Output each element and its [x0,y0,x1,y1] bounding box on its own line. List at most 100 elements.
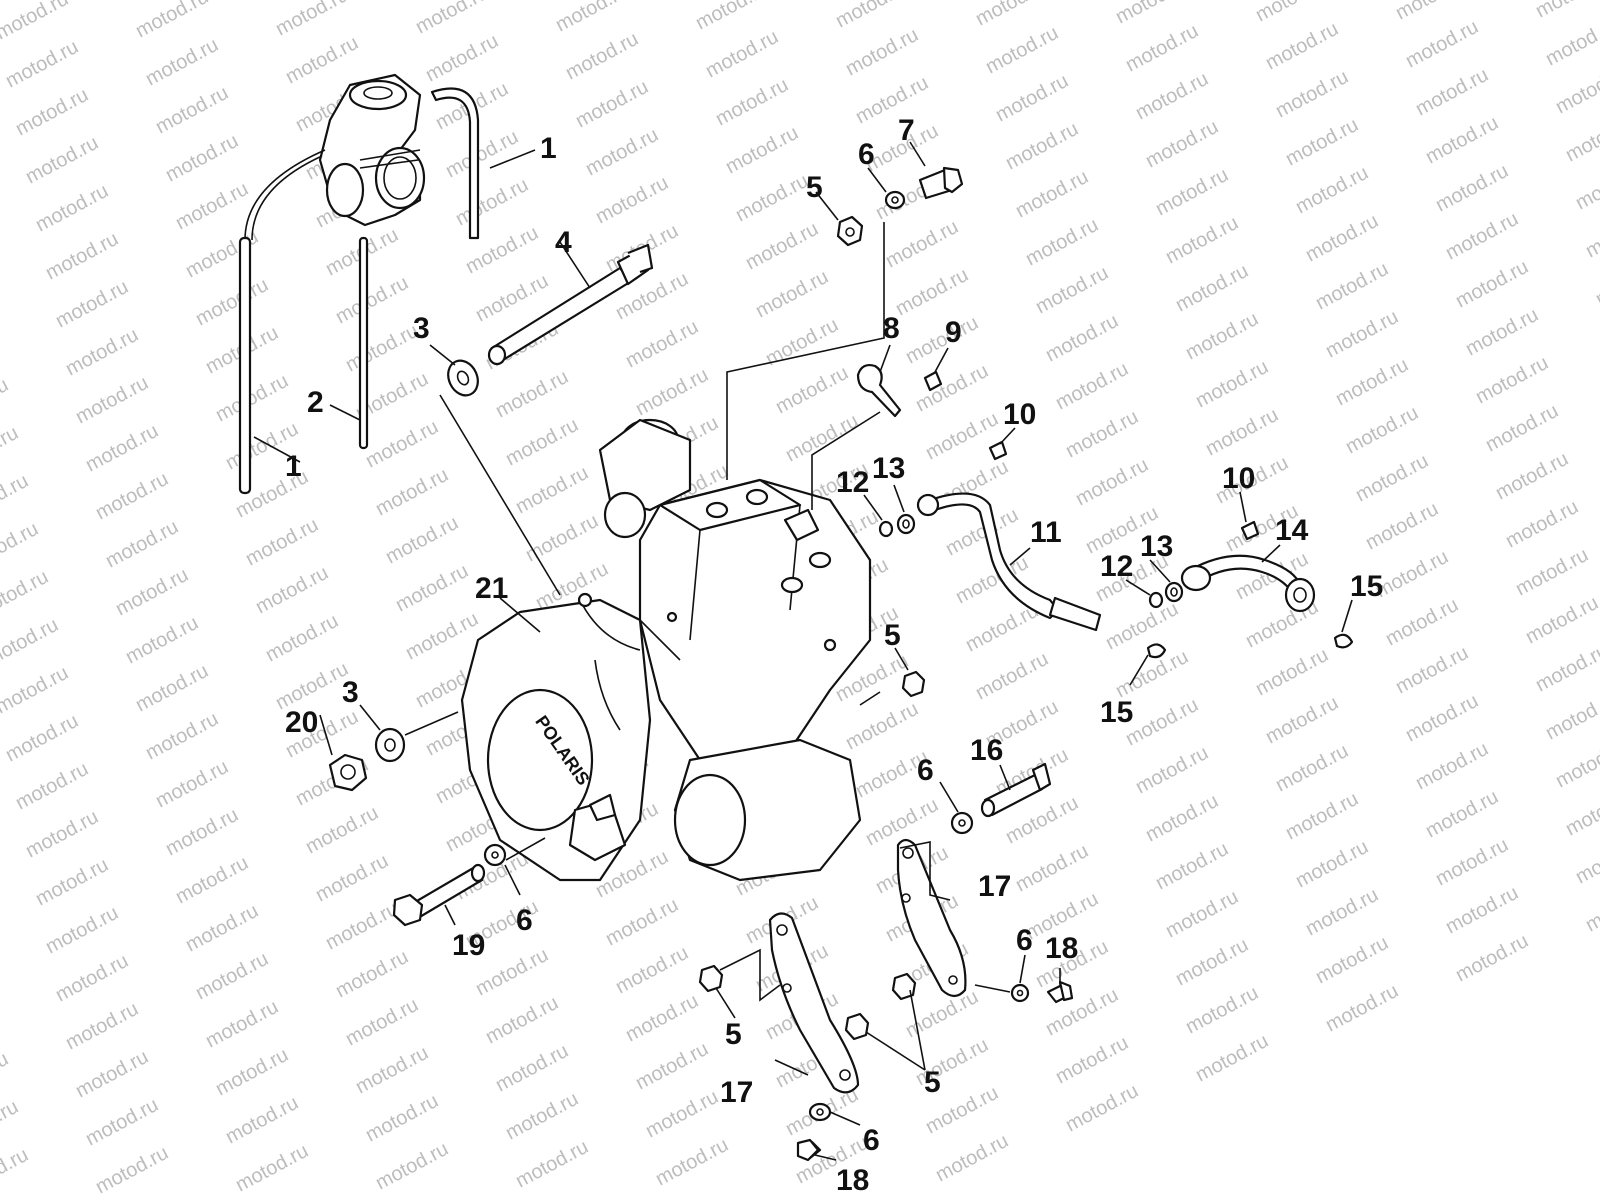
watermark-text: motod.ru [1462,304,1542,360]
watermark-text: motod.ru [842,698,922,754]
watermark-text: motod.ru [1262,18,1342,74]
callout-part-17-lower: 17 [720,1076,753,1109]
watermark-text: motod.ru [1182,982,1262,1038]
watermark-text: motod.ru [1392,642,1472,698]
watermark-text: motod.ru [1302,884,1382,940]
watermark-text: motod.ru [1352,450,1432,506]
washer-part-13-upper [896,513,916,535]
callout-part-6-lower-right: 6 [1016,924,1033,957]
watermark-text: motod.ru [562,28,642,84]
watermark-text: motod.ru [372,1138,452,1194]
watermark-text: motod.ru [832,0,912,32]
watermark-text: motod.ru [842,24,922,80]
watermark-text: motod.ru [42,228,122,284]
watermark-text: motod.ru [1162,886,1242,942]
watermark-text: motod.ru [1062,406,1142,462]
watermark-text: motod.ru [1152,164,1232,220]
bracket-part-17-upper [896,838,967,998]
callout-part-2: 2 [307,386,324,419]
watermark-text: motod.ru [1442,208,1522,264]
washer-part-6-lower-right [1010,983,1030,1003]
watermark-text: motod.ru [162,130,242,186]
watermark-text: motod.ru [192,948,272,1004]
watermark-text: motod.ru [992,70,1072,126]
watermark-text: motod.ru [1012,840,1092,896]
watermark-text: motod.ru [0,470,32,526]
nut-part-5-lower-mid [891,972,917,1001]
watermark-text: motod.ru [122,612,202,668]
hose-part-1-lower [238,149,326,495]
watermark-text: motod.ru [1052,1032,1132,1088]
watermark-text: motod.ru [72,1046,152,1102]
callout-part-16: 16 [970,734,1003,767]
watermark-text: motod.ru [712,74,792,130]
watermark-text: motod.ru [0,0,72,44]
watermark-text: motod.ru [1112,0,1192,28]
watermark-text: motod.ru [152,756,232,812]
watermark-text: motod.ru [972,648,1052,704]
watermark-text: motod.ru [2,36,82,92]
watermark-text: motod.ru [1282,114,1362,170]
watermark-text: motod.ru [182,900,262,956]
watermark-text: motod.ru [0,1144,32,1200]
watermark-text: motod.ru [1192,1030,1272,1086]
watermark-text: motod.ru [392,560,472,616]
nut-part-5-top [836,215,864,247]
watermark-text: motod.ru [592,172,672,228]
watermark-text: motod.ru [62,998,142,1054]
watermark-text: motod.ru [852,72,932,128]
oil-line-part-14 [1180,554,1316,613]
watermark-text: motod.ru [582,124,662,180]
watermark-text: motod.ru [482,992,562,1048]
watermark-text: motod.ru [922,408,1002,464]
watermark-text: motod.ru [1432,160,1512,216]
watermark-text: motod.ru [1412,738,1492,794]
watermark-text: motod.ru [622,990,702,1046]
watermark-text: motod.ru [362,416,442,472]
hose-clamp-part-15-left [1146,643,1167,659]
watermark-text: motod.ru [412,0,492,38]
watermark-text: motod.ru [252,562,332,618]
watermark-text: motod.ru [172,852,252,908]
watermark-text: motod.ru [502,414,582,470]
watermark-text: motod.ru [1442,882,1522,938]
callout-part-15-right: 15 [1350,570,1383,603]
watermark-text: motod.ru [82,420,162,476]
callout-part-15-left: 15 [1100,696,1133,729]
watermark-text: motod.ru [1332,354,1412,410]
watermark-text: motod.ru [1302,210,1382,266]
watermark-text: motod.ru [152,82,232,138]
watermark-text: motod.ru [22,132,102,188]
watermark-text: motod.ru [0,662,72,718]
watermark-text: motod.ru [222,1092,302,1148]
watermark-text: motod.ru [192,274,272,330]
callout-part-3-upper: 3 [413,312,430,345]
watermark-text: motod.ru [1572,832,1600,888]
watermark-text: motod.ru [1122,694,1202,750]
washer-part-6-top [884,190,906,210]
watermark-text: motod.ru [742,218,822,274]
watermark-text: motod.ru [422,30,502,86]
watermark-text: motod.ru [1562,784,1600,840]
watermark-text: motod.ru [572,76,652,132]
watermark-text: motod.ru [1432,834,1512,890]
watermark-text: motod.ru [652,1134,732,1190]
callout-part-17-upper: 17 [978,870,1011,903]
watermark-text: motod.ru [522,510,602,566]
watermark-text: motod.ru [1392,0,1472,24]
bolt-part-7 [918,166,964,200]
watermark-text: motod.ru [1312,258,1392,314]
watermark-text: motod.ru [322,898,402,954]
watermark-text: motod.ru [132,0,212,42]
washer-part-13-right [1164,581,1184,603]
watermark-text: motod.ru [1102,598,1182,654]
watermark-text: motod.ru [1002,118,1082,174]
bolt-part-18-right [1046,980,1074,1004]
watermark-text: motod.ru [1532,640,1600,696]
leader-lines [253,141,1353,1161]
watermark-text: motod.ru [1072,454,1152,510]
hose-part-1-upper [430,87,480,240]
watermark-text: motod.ru [362,1090,442,1146]
bolt-part-19 [392,863,486,927]
callout-part-1-lower: 1 [285,450,302,483]
